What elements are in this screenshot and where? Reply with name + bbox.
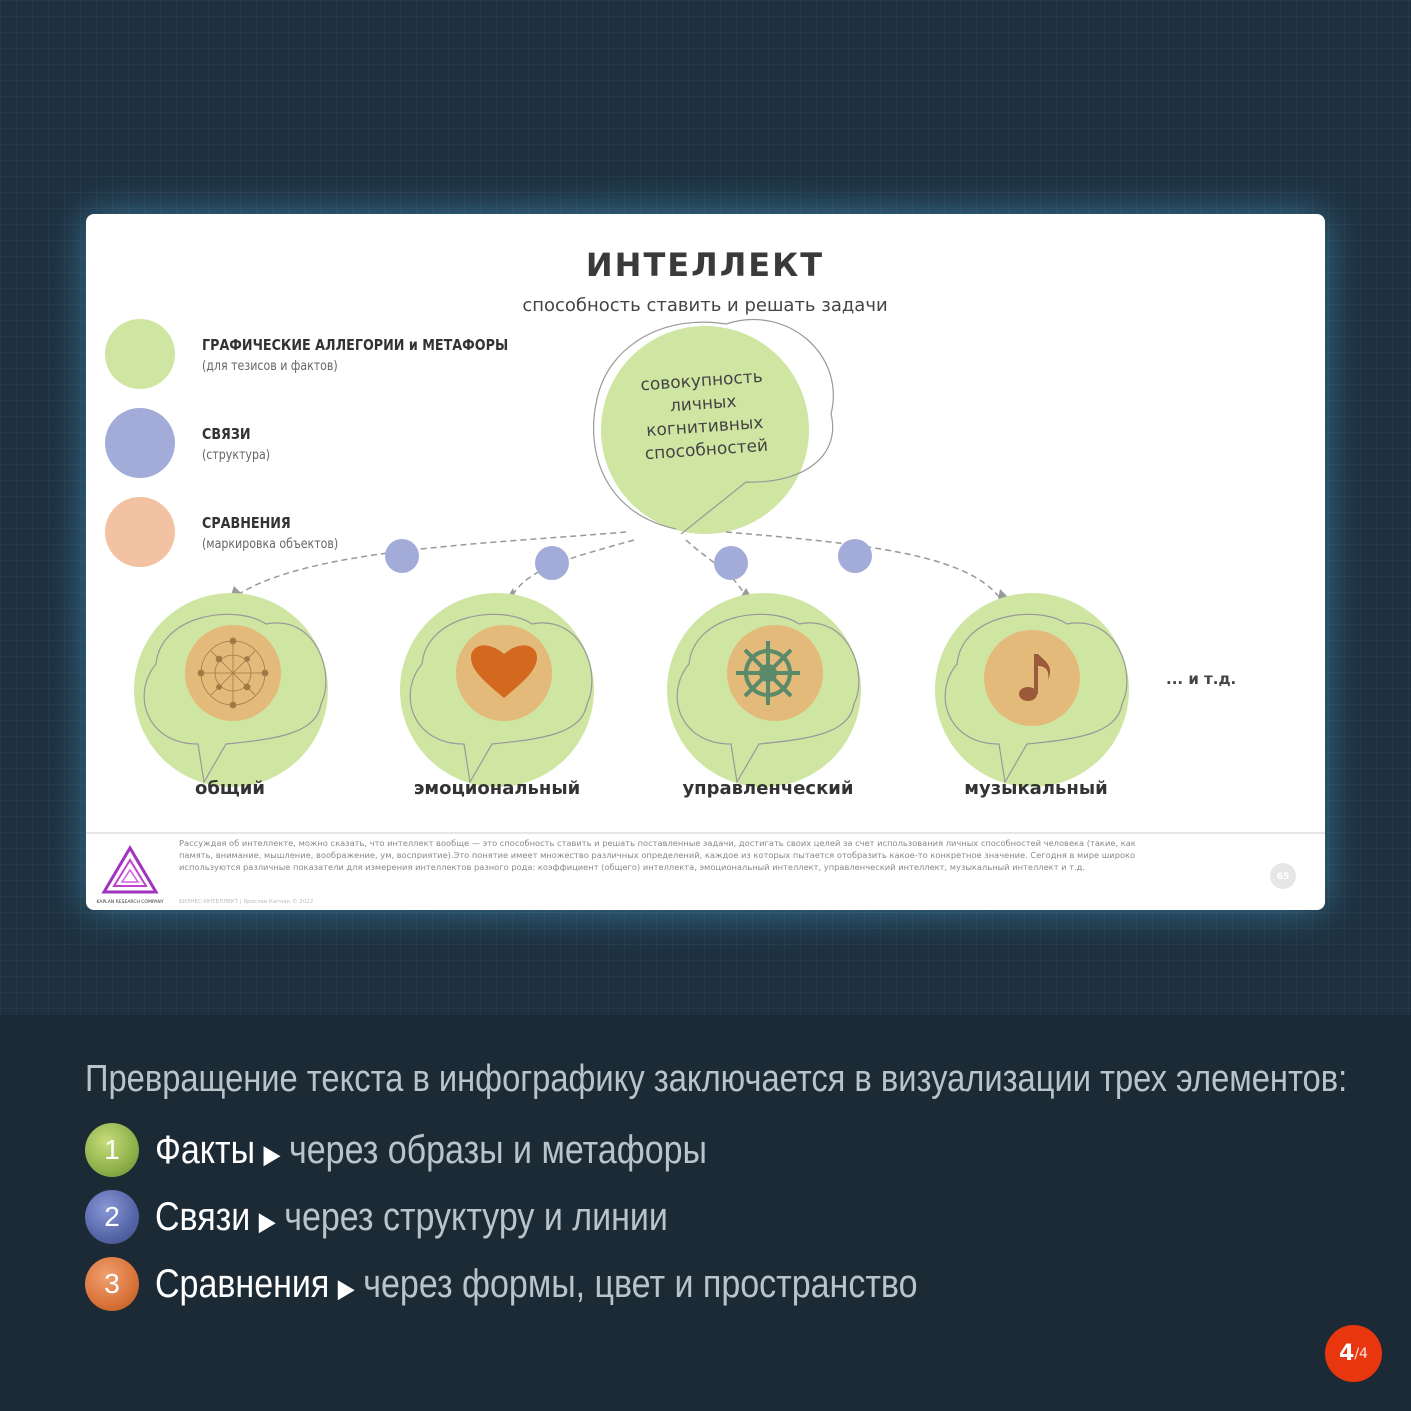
legend-green-circle — [105, 319, 175, 389]
footer-text: Рассуждая об интеллекте, можно сказать, … — [179, 838, 1136, 872]
item-value: через структуру и линии — [284, 1194, 668, 1239]
legend-blue-circle — [105, 408, 175, 478]
legend-title: СВЯЗИ — [202, 426, 251, 443]
connectors — [235, 531, 1001, 599]
type-musical: музыкальный — [935, 593, 1129, 799]
item-key: Факты — [155, 1127, 256, 1172]
heart-icon — [471, 645, 537, 698]
legend-sub: (структура) — [202, 447, 270, 462]
arrowheads — [230, 586, 1008, 600]
item-value: через формы, цвет и пространство — [363, 1261, 918, 1306]
arrow-icon: ▶ — [337, 1272, 355, 1303]
center-bubble: совокупность личных когнитивных способно… — [593, 318, 834, 535]
item-value: через образы и метафоры — [289, 1127, 707, 1172]
page-current: 4 — [1339, 1341, 1355, 1366]
number-badge: 2 — [85, 1190, 139, 1244]
page-indicator: 4/4 — [1325, 1325, 1382, 1382]
arrow-icon: ▶ — [258, 1205, 276, 1236]
link-nodes — [385, 539, 872, 580]
footer-meta: БИЗНЕС-ИНТЕЛЛЕКТ | Ярослав Каплан © 2022 — [179, 898, 313, 905]
caption-item: 1 Факты▶ через образы и метафоры — [85, 1123, 804, 1177]
caption-item: 2 Связи▶ через структуру и линии — [85, 1190, 758, 1244]
arrow-icon: ▶ — [263, 1138, 281, 1169]
caption-item: 3 Сравнения▶ через формы, цвет и простран… — [85, 1257, 1052, 1311]
legend-orange-circle — [105, 497, 175, 567]
type-label: управленческий — [682, 778, 853, 799]
type-label: музыкальный — [964, 778, 1107, 799]
helm-icon — [736, 641, 800, 705]
music-note-icon — [1019, 654, 1051, 701]
logo: KAPLAN RESEARCH COMPANY — [97, 845, 164, 905]
caption-area — [0, 1015, 1411, 1411]
slide-card: ИНТЕЛЛЕКТ способность ставить и решать з… — [86, 214, 1325, 910]
footer-line: память, внимание, мышление, воображение,… — [179, 850, 1135, 860]
network-icon — [197, 637, 269, 709]
type-label: эмоциональный — [414, 778, 581, 799]
caption-intro: Превращение текста в инфографику заключа… — [85, 1058, 1348, 1100]
legend-title: СРАВНЕНИЯ — [202, 515, 291, 532]
type-emotional: эмоциональный — [400, 593, 594, 799]
legend-title: ГРАФИЧЕСКИЕ АЛЛЕГОРИИ и МЕТАФОРЫ — [202, 337, 508, 354]
number-badge: 1 — [85, 1123, 139, 1177]
item-key: Связи — [155, 1194, 251, 1239]
number-badge: 3 — [85, 1257, 139, 1311]
logo-text: KAPLAN RESEARCH COMPANY — [97, 899, 164, 905]
legend-sub: (маркировка объектов) — [202, 536, 338, 551]
type-general: общий — [134, 593, 328, 799]
legend-sub: (для тезисов и фактов) — [202, 358, 338, 373]
type-managerial: управленческий — [667, 593, 861, 799]
slide-subtitle: способность ставить и решать задачи — [522, 295, 887, 316]
slide-number: 65 — [1277, 872, 1290, 882]
slide-title: ИНТЕЛЛЕКТ — [586, 246, 824, 284]
page-total: /4 — [1354, 1345, 1368, 1362]
footer-line: Рассуждая об интеллекте, можно сказать, … — [179, 838, 1136, 848]
legend: ГРАФИЧЕСКИЕ АЛЛЕГОРИИ и МЕТАФОРЫ (для те… — [105, 319, 508, 567]
etc-label: ... и т.д. — [1166, 670, 1236, 688]
item-key: Сравнения — [155, 1261, 330, 1306]
footer-line: используются различные показатели для из… — [179, 862, 1085, 872]
slide-number-badge — [1270, 863, 1296, 889]
center-text: личных — [669, 392, 737, 417]
type-label: общий — [195, 778, 265, 799]
